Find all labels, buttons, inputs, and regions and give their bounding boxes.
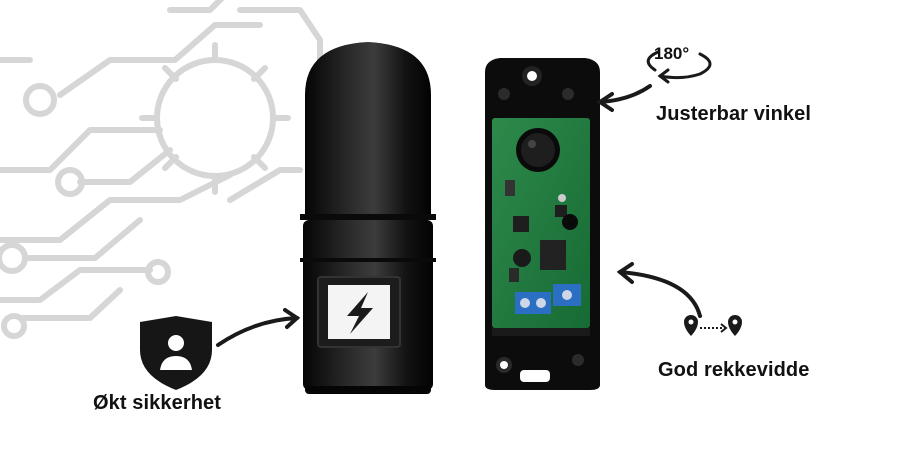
adjustable-angle-caption: Justerbar vinkel [656,103,812,125]
increased-security-caption: Økt sikkerhet [93,392,222,414]
good-range-caption: God rekkevidde [658,359,810,381]
rotation-degree-badge: 180° [654,44,690,63]
